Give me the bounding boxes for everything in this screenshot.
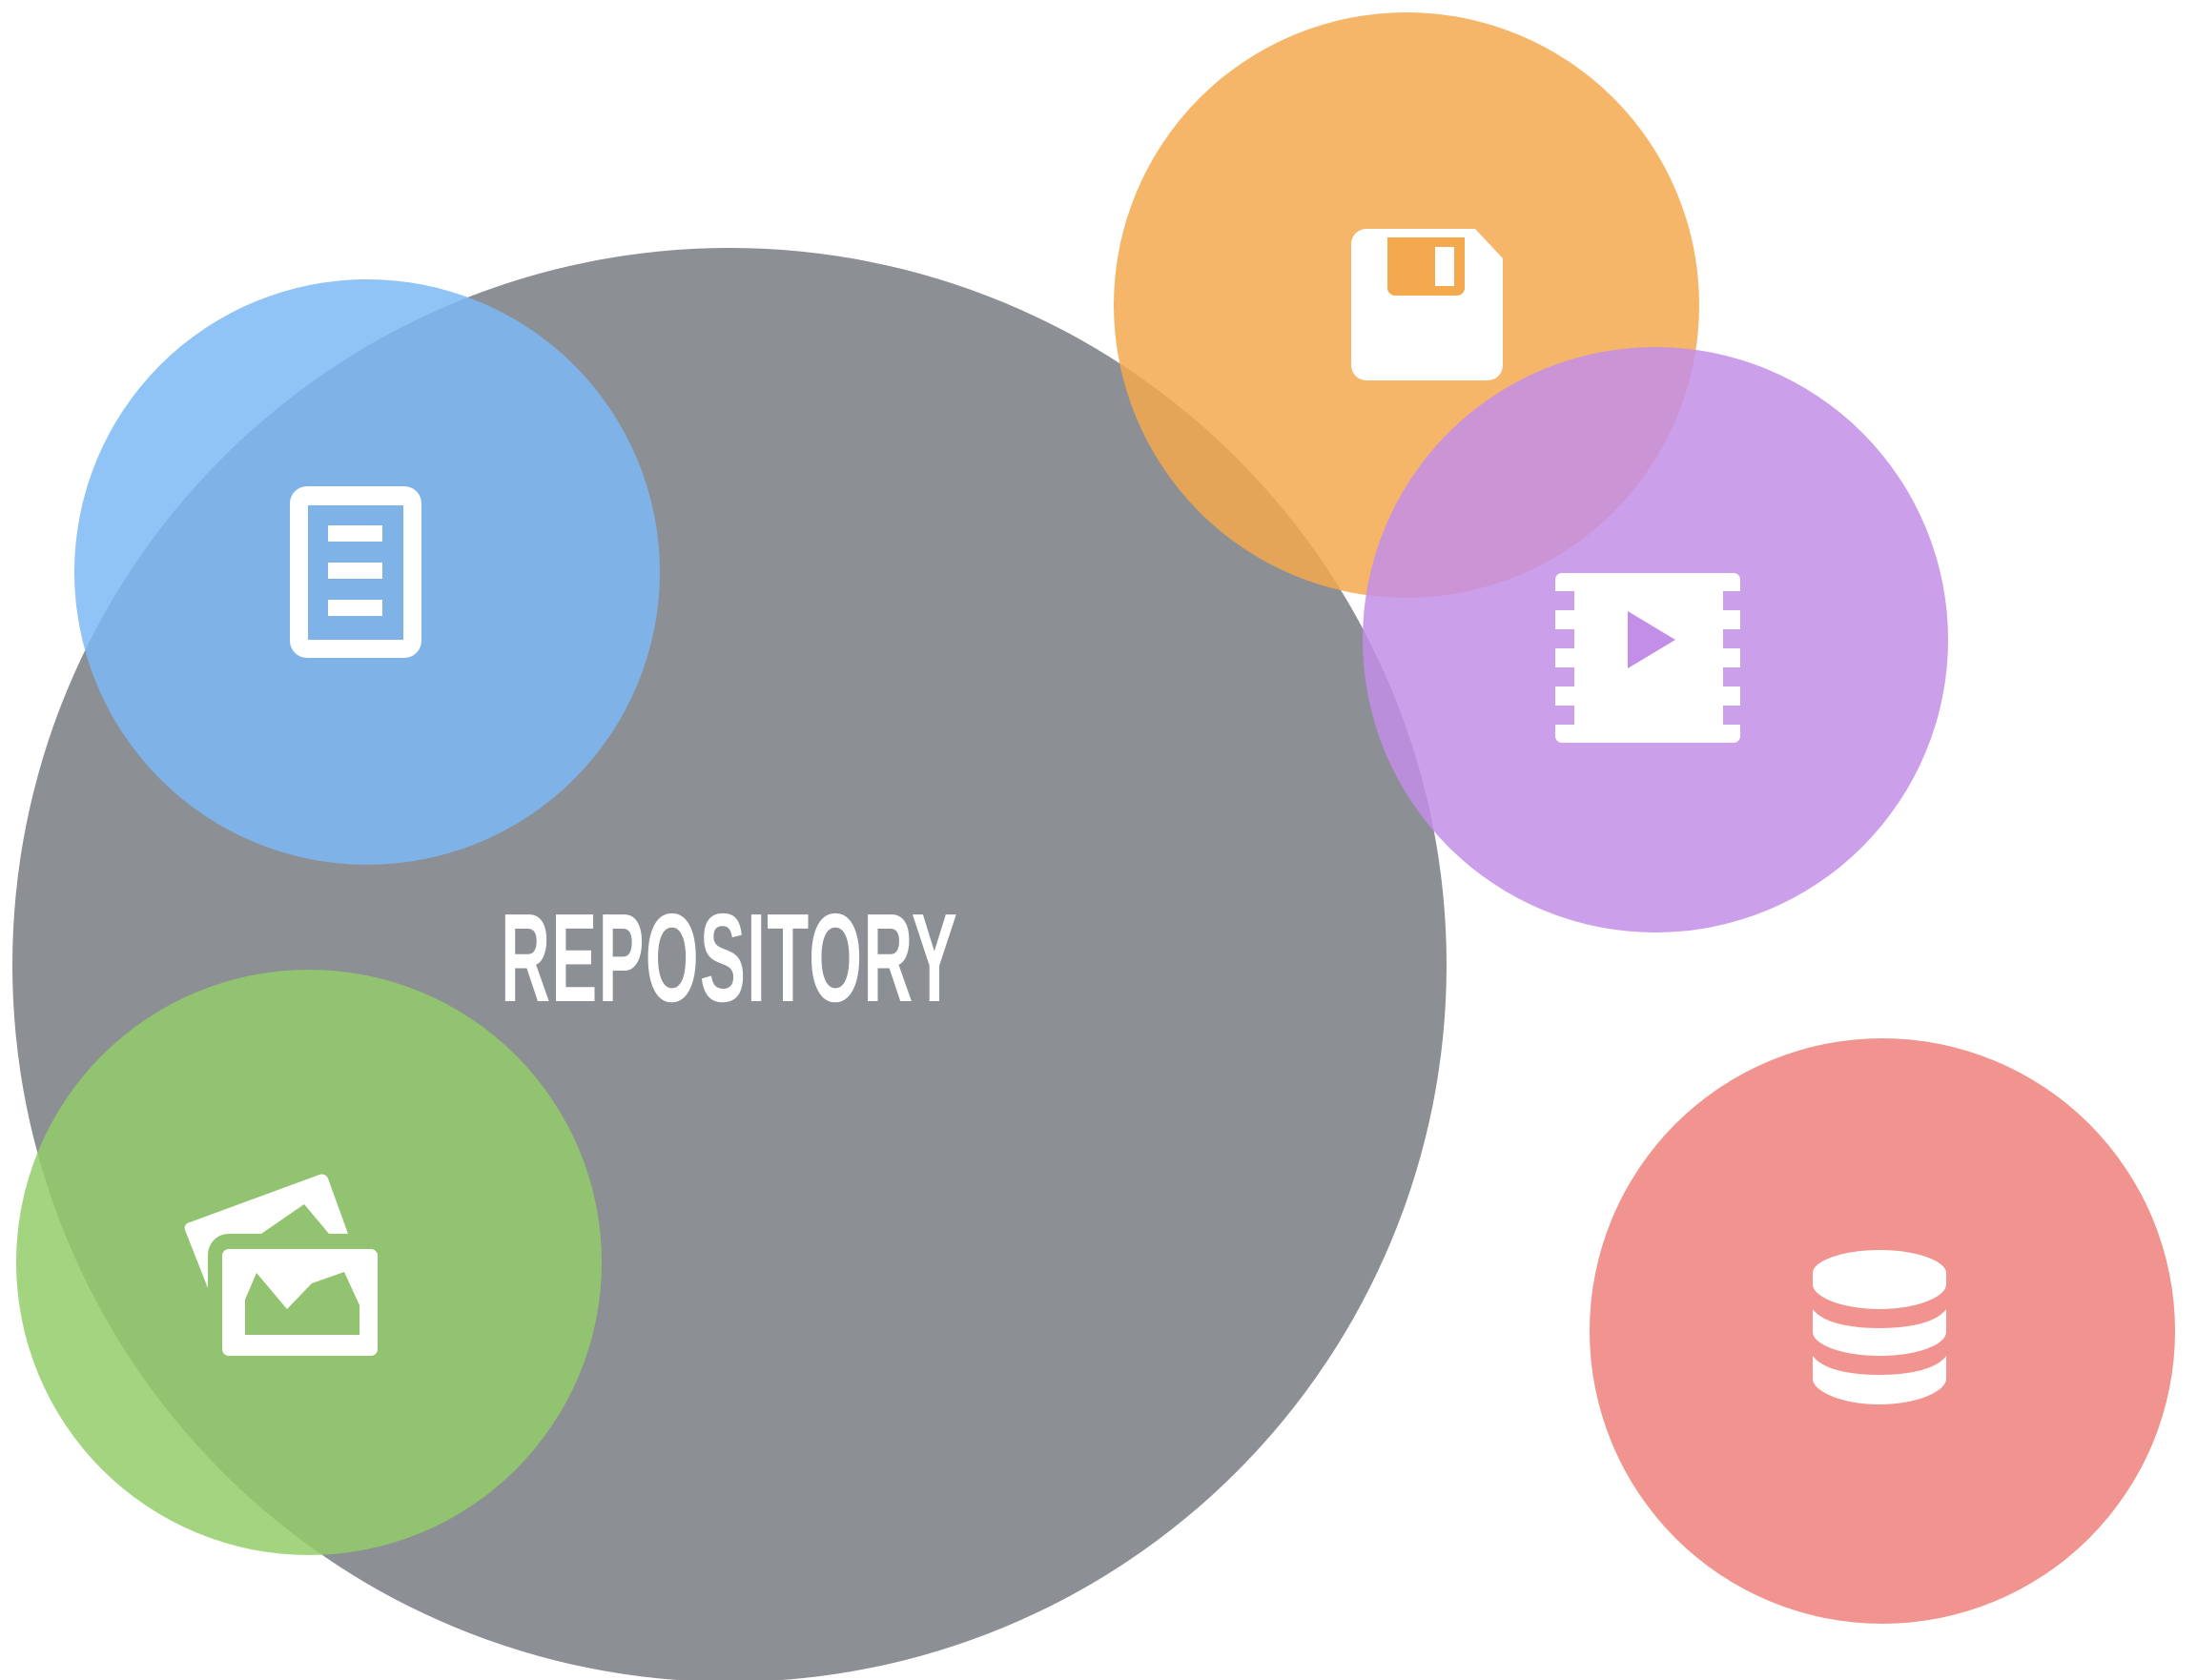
document-icon [290, 486, 421, 658]
floppy-disk-icon [1351, 229, 1503, 380]
repository-label: REPOSITORY [501, 888, 958, 1028]
image-gallery-icon [184, 1174, 378, 1356]
video-film-icon [1555, 573, 1740, 743]
database-icon [1813, 1250, 1946, 1404]
